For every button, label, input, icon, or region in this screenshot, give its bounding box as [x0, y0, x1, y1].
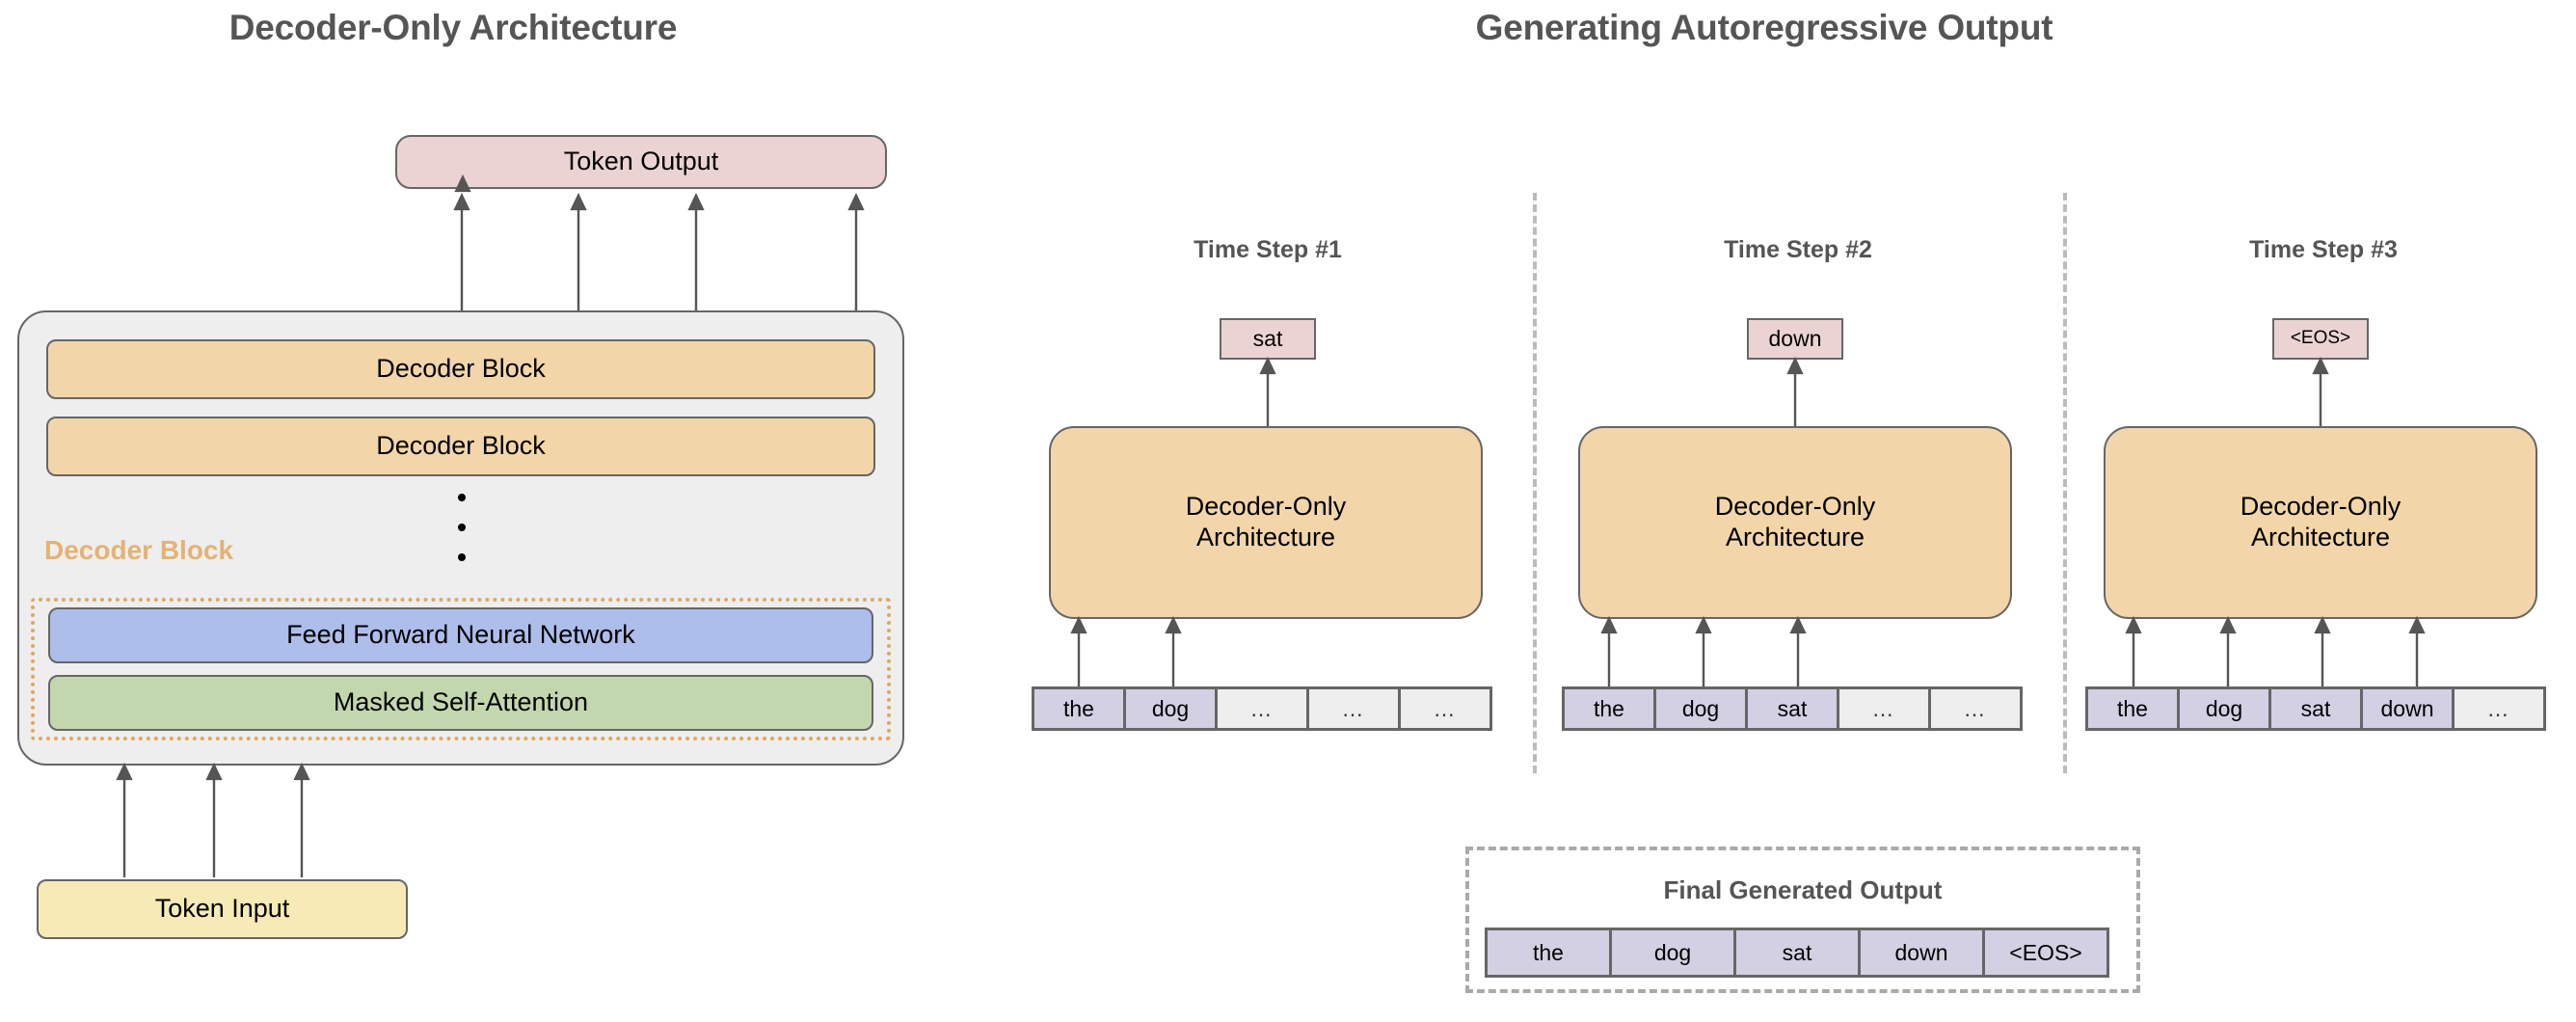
token-cell: dog: [1123, 686, 1218, 731]
time-step-3-input-arrows: [2125, 615, 2426, 688]
final-output-container: [1465, 847, 2140, 993]
token-cell: <EOS>: [1982, 928, 2109, 978]
model-label-line-1: Decoder-Only: [1714, 492, 1876, 522]
decoder-block-2: Decoder Block: [46, 417, 875, 476]
decoder-block-1: Decoder Block: [46, 339, 875, 399]
decoder-block-highlight-region: [31, 598, 891, 740]
model-label-line-1: Decoder-Only: [2240, 492, 2402, 522]
model-label-line-1: Decoder-Only: [1185, 492, 1347, 522]
time-step-2-output-arrow: [1786, 356, 1804, 427]
token-cell: sat: [1745, 686, 1839, 731]
left-panel-title: Decoder-Only Architecture: [228, 8, 678, 47]
time-step-2-output-token: down: [1747, 318, 1843, 360]
step-separator-1: [1533, 193, 1537, 773]
token-cell: the: [1032, 686, 1126, 731]
token-cell: the: [2085, 686, 2180, 731]
model-label-line-2: Architecture: [2250, 523, 2391, 551]
time-step-3-title: Time Step #3: [2249, 236, 2398, 263]
right-panel-title: Generating Autoregressive Output: [1475, 8, 2053, 47]
token-input-node: Token Input: [37, 879, 408, 939]
token-cell: dog: [1653, 686, 1748, 731]
stack-to-output-arrows: [453, 192, 865, 312]
token-cell: …: [1306, 686, 1401, 731]
token-cell: …: [1928, 686, 2023, 731]
model-label-line-2: Architecture: [1725, 523, 1865, 551]
token-cell: dog: [1609, 928, 1736, 978]
vertical-ellipsis-icon: [457, 494, 467, 561]
token-cell: the: [1562, 686, 1656, 731]
time-step-1-model-box: Decoder-Only Architecture: [1049, 426, 1483, 619]
time-step-1-output-arrow: [1259, 356, 1276, 427]
token-cell: …: [2452, 686, 2546, 731]
time-step-2-model-box: Decoder-Only Architecture: [1578, 426, 2012, 619]
time-step-2-input-arrows: [1600, 615, 1807, 688]
time-step-3-output-token: <EOS>: [2272, 318, 2369, 360]
feed-forward-block: Feed Forward Neural Network: [48, 607, 873, 663]
token-cell: …: [1398, 686, 1492, 731]
final-output-token-strip: the dog sat down <EOS>: [1485, 928, 2109, 978]
step-separator-2: [2063, 193, 2067, 773]
masked-self-attention-block: Masked Self-Attention: [48, 675, 873, 731]
token-cell: …: [1215, 686, 1309, 731]
token-cell: sat: [2268, 686, 2363, 731]
time-step-3-model-box: Decoder-Only Architecture: [2104, 426, 2537, 619]
token-output-node: Token Output: [395, 135, 887, 189]
token-cell: sat: [1733, 928, 1861, 978]
time-step-2-title: Time Step #2: [1724, 236, 1872, 263]
input-to-stack-arrows: [116, 762, 310, 877]
token-cell: down: [1858, 928, 1985, 978]
time-step-2-token-strip: the dog sat … …: [1562, 686, 2023, 731]
time-step-1-input-arrows: [1070, 615, 1182, 688]
time-step-1-token-strip: the dog … … …: [1032, 686, 1492, 731]
final-output-label: Final Generated Output: [1663, 875, 1943, 904]
time-step-1-title: Time Step #1: [1194, 236, 1342, 263]
token-cell: the: [1485, 928, 1612, 978]
model-label-line-2: Architecture: [1195, 523, 1336, 551]
time-step-3-token-strip: the dog sat down …: [2085, 686, 2546, 731]
token-cell: down: [2360, 686, 2455, 731]
token-cell: …: [1837, 686, 1931, 731]
highlighted-decoder-block-label: Decoder Block: [44, 535, 234, 565]
time-step-3-output-arrow: [2312, 356, 2329, 427]
time-step-1-output-token: sat: [1220, 318, 1316, 360]
token-cell: dog: [2177, 686, 2271, 731]
